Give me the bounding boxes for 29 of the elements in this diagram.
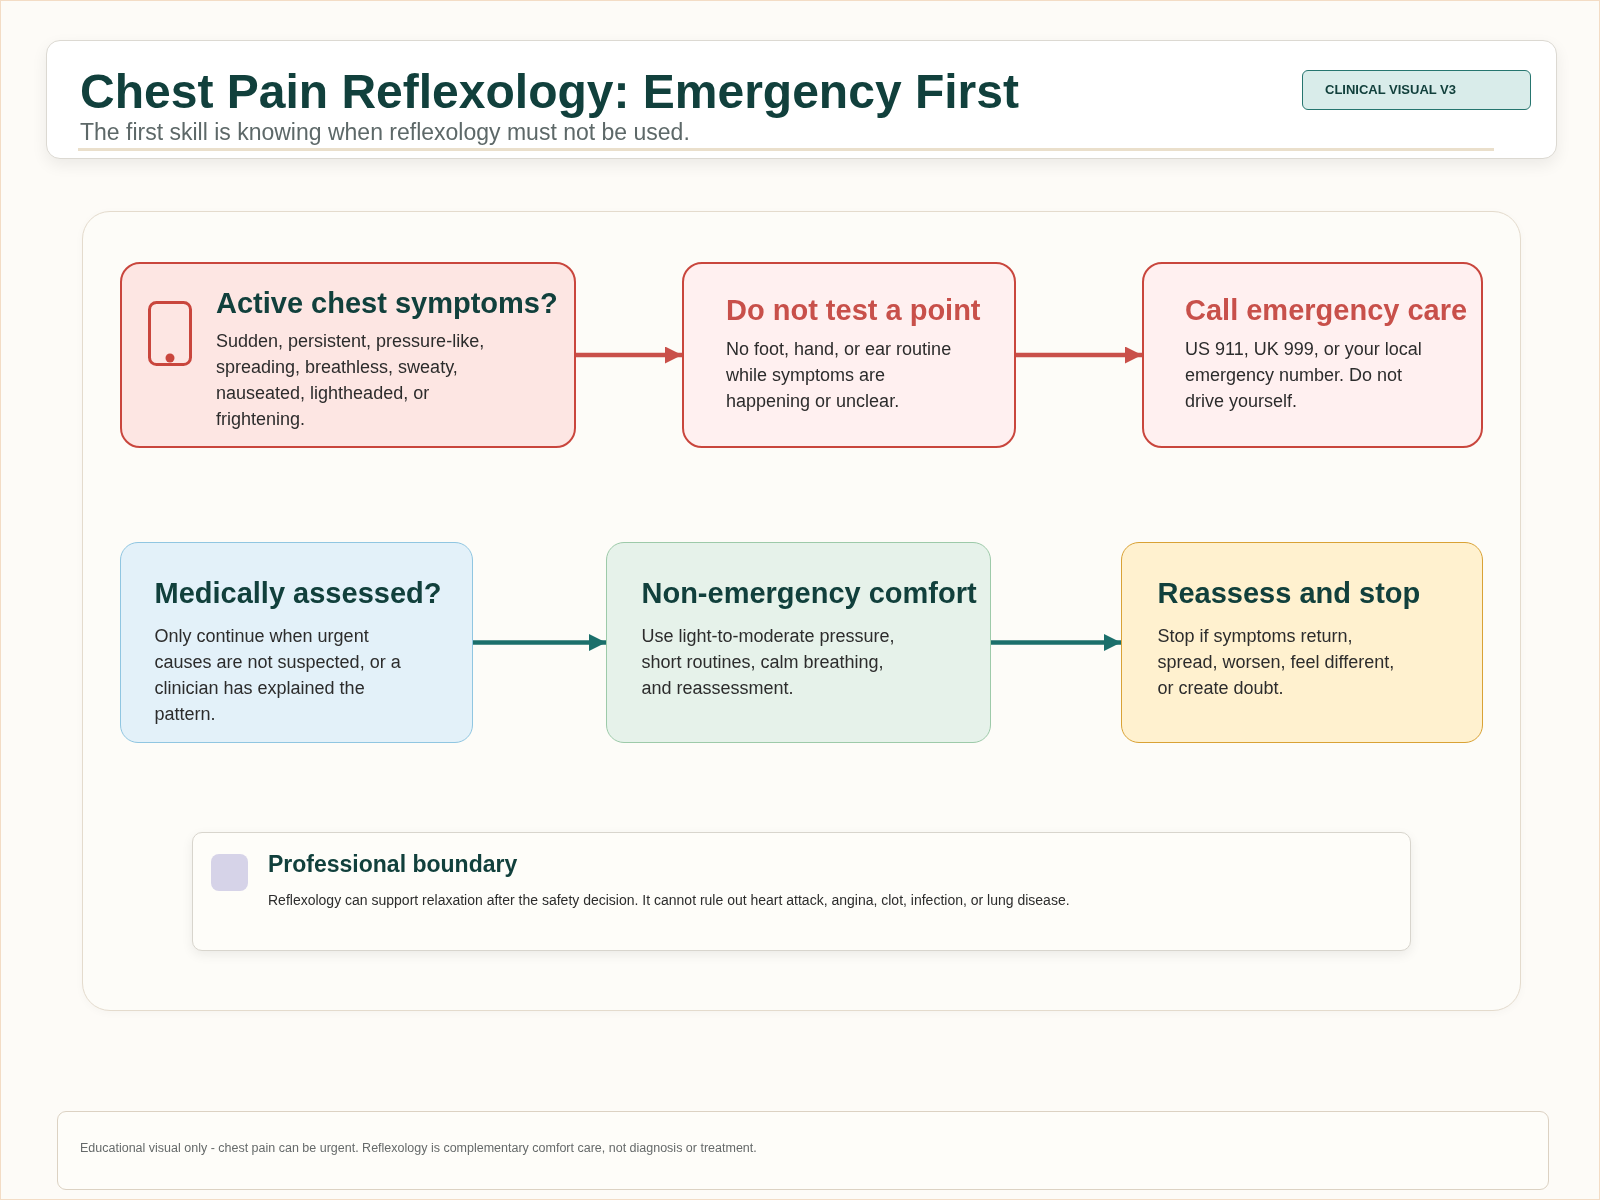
assessment-box — [120, 542, 473, 743]
arrow — [991, 634, 1121, 651]
warning-step-box — [682, 262, 1016, 448]
subtitle: The first skill is knowing when reflexology must not be used. — [80, 118, 690, 146]
step-title: Call emergency care — [1185, 293, 1468, 328]
note-title: Professional boundary — [268, 850, 518, 878]
comfort-step-box — [606, 542, 991, 743]
arrow — [1016, 346, 1142, 364]
step-description: Use light-to-moderate pressure, short routines, calm breathing, and reassessment. — [641, 624, 896, 700]
step-title: Active chest symptoms? — [216, 286, 558, 321]
note-text: Reflexology can support relaxation after the safety decision. It cannot rule out heart attack, angina, clot, infection, or lung disease. — [268, 891, 1070, 910]
arrow — [473, 634, 606, 651]
step-description: Sudden, persistent, pressure-like, spreading, breathless, sweaty, nauseated, lightheaded, or frightening. — [216, 330, 486, 431]
step-title: Reassess and stop — [1157, 575, 1421, 611]
version-badge: CLINICAL VISUAL V3 — [1302, 70, 1531, 110]
symptom-check-box — [120, 262, 576, 448]
step-description: No foot, hand, or ear routine while symptoms are happening or unclear. — [726, 338, 953, 413]
stop-step-box — [1121, 542, 1483, 743]
step-description: Stop if symptoms return, spread, worsen, feel different, or create doubt. — [1157, 624, 1396, 700]
step-title: Do not test a point — [726, 293, 981, 328]
disclaimer-text: Educational visual only - chest pain can be urgent. Reflexology is complementary comfort care, not diagnosis or treatment. — [80, 1140, 757, 1157]
boundary-note-card — [192, 832, 1411, 951]
page-title: Chest Pain Reflexology: Emergency First — [80, 64, 1019, 120]
emergency-step-box — [1142, 262, 1483, 448]
step-title: Non-emergency comfort — [641, 575, 977, 611]
arrow — [576, 346, 682, 364]
step-title: Medically assessed? — [154, 575, 442, 611]
step-description: Only continue when urgent causes are not suspected, or a clinician has explained the pattern. — [154, 624, 402, 726]
step-description: US 911, UK 999, or your local emergency number. Do not drive yourself. — [1185, 338, 1423, 413]
